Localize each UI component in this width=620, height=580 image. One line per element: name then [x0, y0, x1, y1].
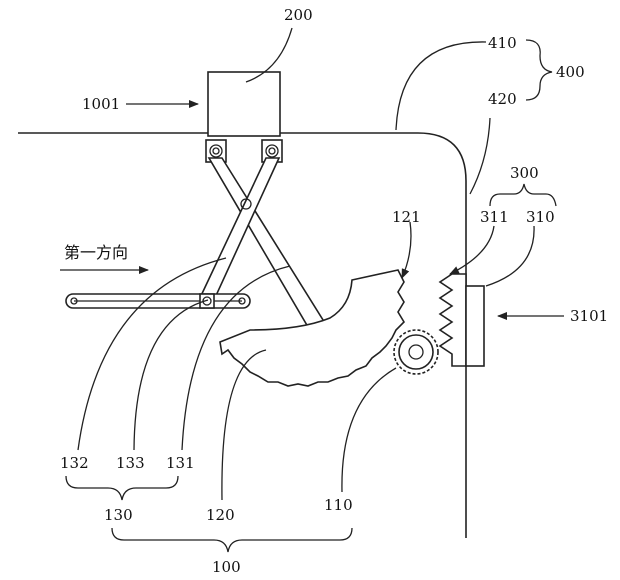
slide-rail [65, 293, 251, 309]
rack-310 [438, 273, 485, 367]
label-200: 200 [284, 6, 313, 24]
pivot-right [261, 139, 283, 163]
label-131: 131 [166, 454, 195, 472]
label-410: 410 [488, 34, 517, 52]
label-first-direction: 第一方向 [64, 243, 128, 262]
label-132: 132 [60, 454, 89, 472]
leader-lines [60, 27, 564, 553]
label-121: 121 [392, 208, 421, 226]
gear-sector [219, 269, 406, 387]
label-100: 100 [212, 558, 241, 576]
label-420: 420 [488, 90, 517, 108]
label-300: 300 [510, 164, 539, 182]
scissor-arms [197, 157, 335, 346]
component-200-box [207, 71, 281, 137]
label-310: 310 [526, 208, 555, 226]
label-311: 311 [480, 208, 509, 226]
label-400: 400 [556, 63, 585, 81]
label-1001: 1001 [82, 95, 120, 113]
label-130: 130 [104, 506, 133, 524]
label-110: 110 [324, 496, 353, 514]
label-120: 120 [206, 506, 235, 524]
label-133: 133 [116, 454, 145, 472]
label-3101: 3101 [570, 307, 608, 325]
pivot-left [205, 139, 227, 163]
frame-outline [18, 132, 467, 538]
pinion-gear [393, 329, 439, 375]
